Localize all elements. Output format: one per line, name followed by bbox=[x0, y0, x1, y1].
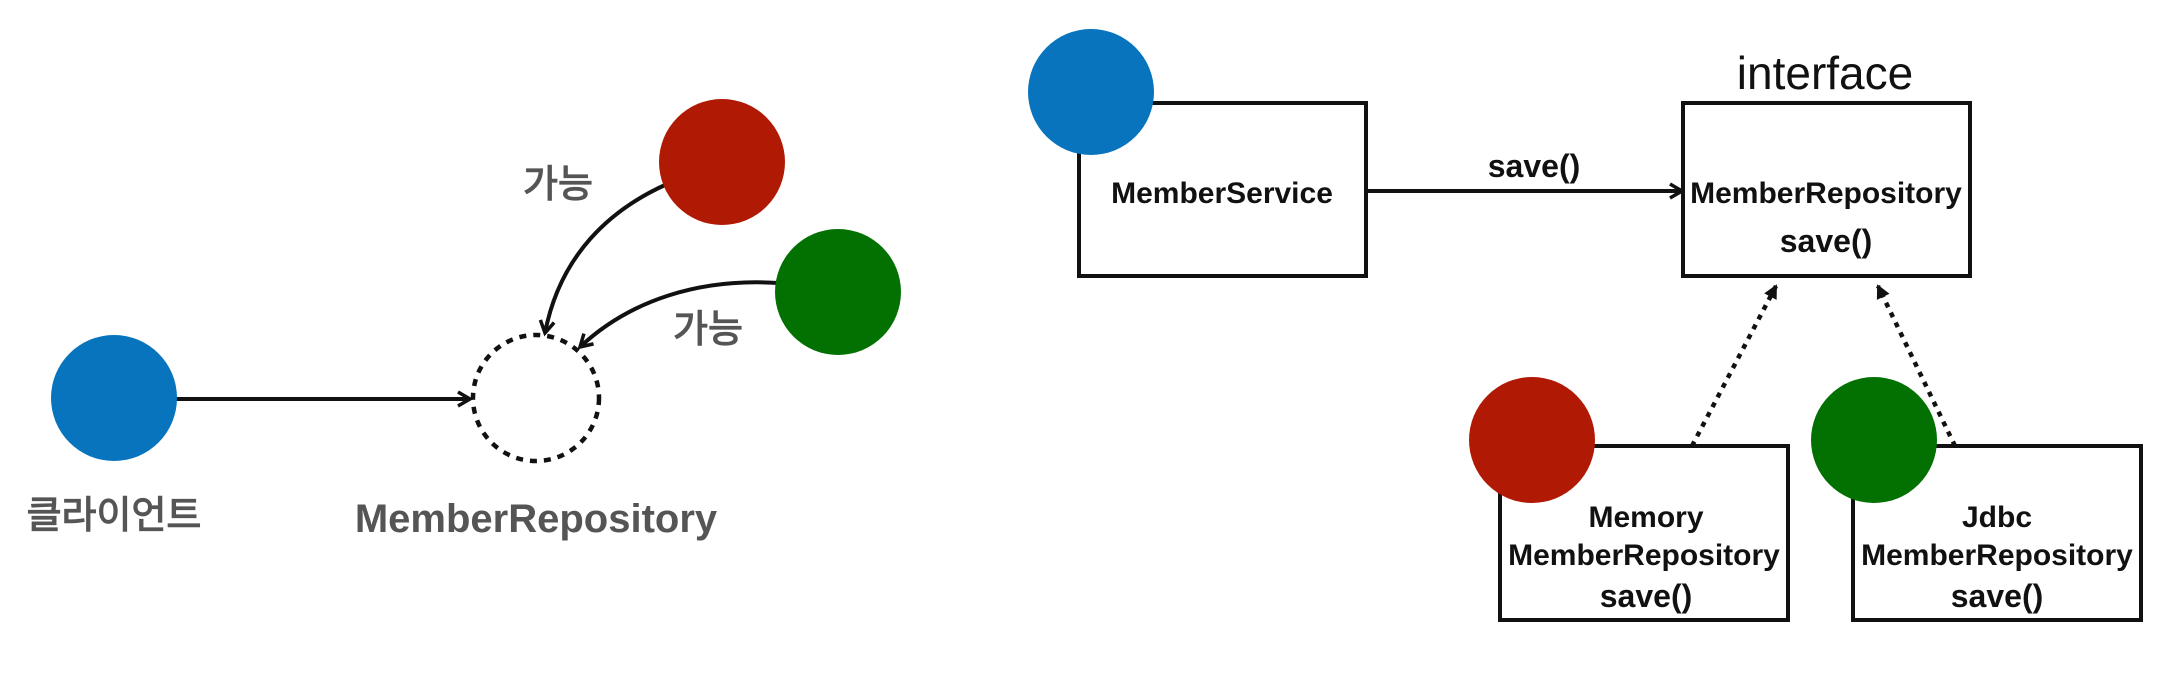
jdbc-line2: MemberRepository bbox=[1861, 539, 2133, 572]
possible-label-red: 가능 bbox=[523, 162, 593, 206]
green-to-repository-arrow bbox=[577, 280, 779, 350]
jdbc-repository-circle bbox=[1811, 377, 1937, 503]
memory-realization-arrow bbox=[1690, 284, 1778, 448]
jdbc-method: save() bbox=[1951, 578, 2044, 614]
possible-label-green: 가능 bbox=[673, 307, 743, 351]
repository-placeholder-circle bbox=[470, 332, 602, 464]
interface-method: save() bbox=[1780, 223, 1873, 259]
left-diagram: 클라이언트 MemberRepository 가능 가능 bbox=[27, 99, 901, 541]
memory-method: save() bbox=[1600, 578, 1693, 614]
repository-label: MemberRepository bbox=[355, 497, 718, 541]
member-service-circle bbox=[1028, 29, 1154, 155]
memory-repository-circle bbox=[1469, 377, 1595, 503]
client-label: 클라이언트 bbox=[27, 493, 202, 537]
interface-stereotype: interface bbox=[1737, 47, 1913, 99]
call-label: save() bbox=[1488, 148, 1581, 184]
right-diagram: MemberService save() interface MemberRep… bbox=[1028, 29, 2143, 622]
interface-box bbox=[1681, 101, 1972, 278]
memory-line2: MemberRepository bbox=[1508, 539, 1780, 572]
jdbc-line1: Jdbc bbox=[1962, 501, 2032, 534]
client-circle bbox=[51, 335, 177, 461]
interface-name: MemberRepository bbox=[1690, 177, 1962, 210]
member-service-label: MemberService bbox=[1111, 177, 1333, 210]
green-implementation-circle bbox=[775, 229, 901, 355]
red-to-repository-arrow bbox=[538, 183, 666, 337]
memory-line1: Memory bbox=[1588, 501, 1703, 534]
jdbc-realization-arrow bbox=[1875, 284, 1958, 447]
red-implementation-circle bbox=[659, 99, 785, 225]
